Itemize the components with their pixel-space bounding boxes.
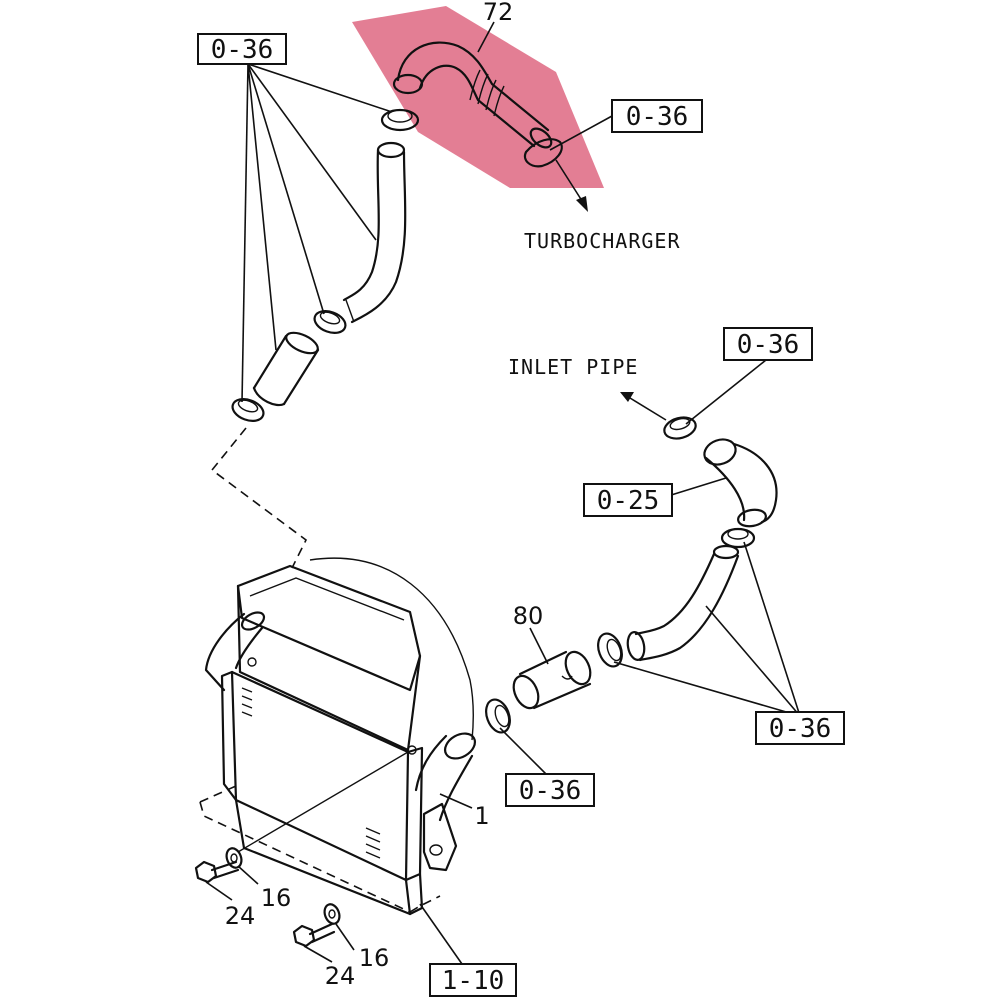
callout-label: 1-10 [442,966,505,996]
clamp[interactable] [720,527,756,549]
elbow-hose-0-25[interactable] [701,435,778,528]
highlight-part-72[interactable] [352,6,604,188]
clamp[interactable] [523,138,563,168]
callout-0-36-top-left[interactable]: 0-36 [197,33,287,65]
callout-label: 0-36 [769,714,832,744]
part-number-1: 1 [474,802,489,830]
part-number-24: 24 [325,962,356,990]
clamp[interactable] [230,395,267,425]
intercooler-outlet-pipe[interactable] [342,141,407,324]
arrow-to-turbocharger [555,159,588,212]
intercooler-inlet-pipe[interactable] [626,544,740,662]
clamp[interactable] [312,307,349,337]
callout-0-36-inlet[interactable]: 0-36 [723,327,813,361]
callout-0-36-turbo[interactable]: 0-36 [611,99,703,133]
rubber-hose[interactable] [252,329,321,407]
callout-0-25[interactable]: 0-25 [583,483,673,517]
callout-label: 0-36 [211,35,274,65]
callout-label: 0-36 [626,102,689,132]
clamp[interactable] [380,108,420,132]
arrow-to-inlet-pipe [620,392,667,421]
callout-0-36-bottom[interactable]: 0-36 [505,773,595,807]
label-inlet-pipe: INLET PIPE [508,355,638,379]
hose-part-80[interactable] [509,648,595,712]
bolt-24[interactable] [194,860,240,884]
part-number-72: 72 [483,0,514,26]
leader-lines [205,21,801,965]
bolt-24[interactable] [292,922,336,948]
callout-label: 0-36 [519,776,582,806]
part-number-16: 16 [261,884,292,912]
part-number-80: 80 [513,602,544,630]
washer-16[interactable] [322,902,342,926]
callout-label: 0-25 [597,486,660,516]
label-turbocharger: TURBOCHARGER [524,229,681,253]
washer-16[interactable] [224,846,244,870]
callout-0-36-bottom-right[interactable]: 0-36 [755,711,845,745]
clamp[interactable] [594,630,626,669]
part-number-16: 16 [359,944,390,972]
callout-1-10[interactable]: 1-10 [429,963,517,997]
intercooler-part-1[interactable] [199,557,479,916]
clamp[interactable] [482,696,514,735]
callout-label: 0-36 [737,330,800,360]
part-number-24: 24 [225,902,256,930]
